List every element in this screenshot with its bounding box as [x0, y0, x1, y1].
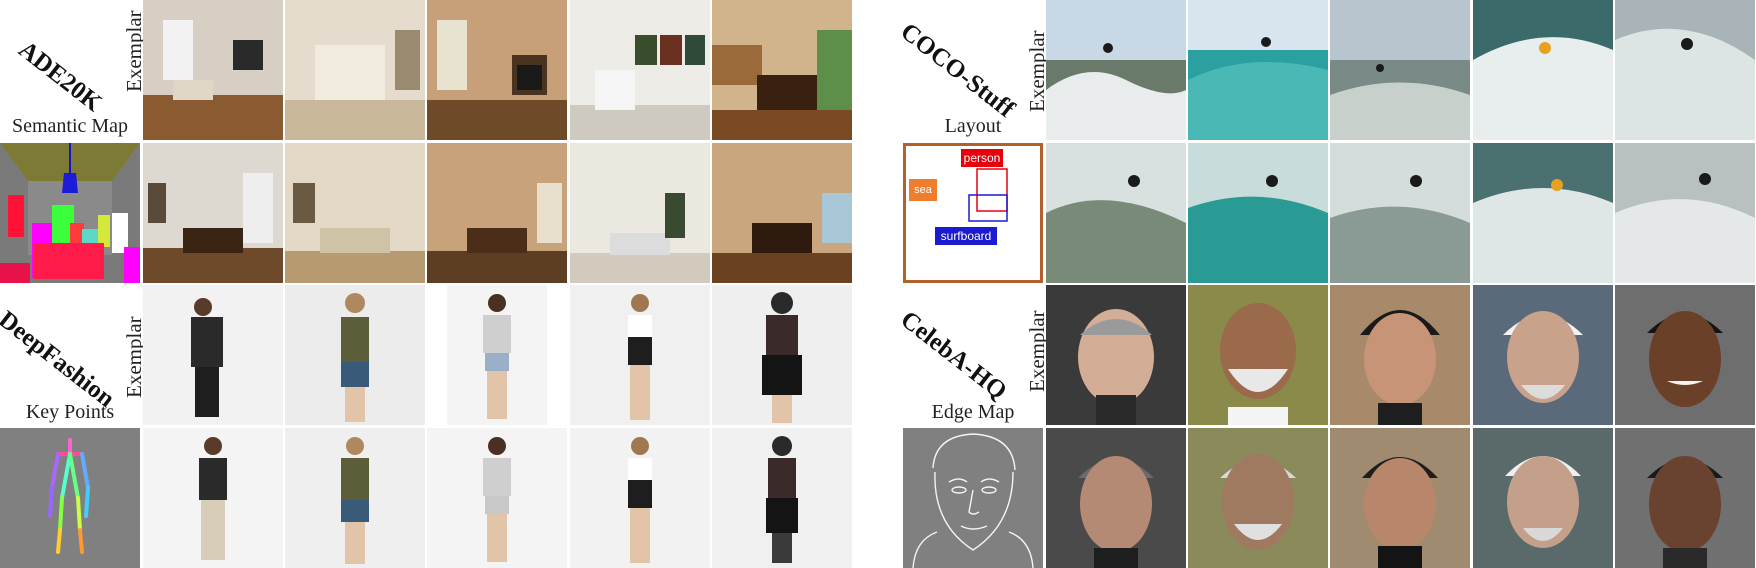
- coco-exemplar-1: [1046, 0, 1186, 140]
- coco-exemplar-2: [1188, 0, 1328, 140]
- ade20k-output-4: [570, 143, 710, 283]
- ade20k-exemplar-4: [570, 0, 710, 140]
- ade20k-output-3: [427, 143, 567, 283]
- celeba-output-5: [1615, 428, 1755, 568]
- celeba-output-1: [1046, 428, 1186, 568]
- ade20k-exemplar-5: [712, 0, 852, 140]
- ade20k-exemplar-3: [427, 0, 567, 140]
- semantic-map: [0, 143, 140, 283]
- celeba-exemplar-5: [1615, 285, 1755, 425]
- deepfashion-exemplar-1: [143, 285, 283, 425]
- cond-label-ade20k: Semantic Map: [11, 115, 129, 137]
- coco-output-1: [1046, 143, 1186, 283]
- coco-exemplar-3: [1330, 0, 1470, 140]
- coco-output-3: [1330, 143, 1470, 283]
- coco-exemplar-4: [1473, 0, 1613, 140]
- deepfashion-output-2: [285, 428, 425, 568]
- celeba-output-2: [1188, 428, 1328, 568]
- deepfashion-output-4: [570, 428, 710, 568]
- celeba-exemplar-3: [1330, 285, 1470, 425]
- deepfashion-exemplar-4: [570, 285, 710, 425]
- deepfashion-exemplar-2: [285, 285, 425, 425]
- deepfashion-exemplar-3: [427, 285, 567, 425]
- celeba-output-4: [1473, 428, 1613, 568]
- edge-map: [903, 428, 1043, 568]
- ade20k-output-1: [143, 143, 283, 283]
- deepfashion-output-5: [712, 428, 852, 568]
- deepfashion-output-1: [143, 428, 283, 568]
- ade20k-exemplar-2: [285, 0, 425, 140]
- coco-output-2: [1188, 143, 1328, 283]
- coco-output-5: [1615, 143, 1755, 283]
- cond-label-deepfashion: Key Points: [25, 401, 115, 423]
- deepfashion-output-3: [427, 428, 567, 568]
- celeba-exemplar-2: [1188, 285, 1328, 425]
- layout-box-surfboard: surfboard: [935, 227, 997, 245]
- celeba-exemplar-4: [1473, 285, 1613, 425]
- panel-title-ade20k: ADE20K: [13, 36, 107, 118]
- cond-label-coco-stuff: Layout: [944, 115, 1002, 137]
- layout-map: person sea surfboard: [903, 143, 1043, 283]
- panel-title-deepfashion: DeepFashion: [0, 306, 120, 413]
- ade20k-output-2: [285, 143, 425, 283]
- cond-label-celeba-hq: Edge Map: [931, 401, 1015, 423]
- ade20k-exemplar-1: [143, 0, 283, 140]
- layout-box-sea: sea: [909, 179, 937, 201]
- key-points-map: [0, 428, 140, 568]
- celeba-exemplar-1: [1046, 285, 1186, 425]
- celeba-output-3: [1330, 428, 1470, 568]
- coco-exemplar-5: [1615, 0, 1755, 140]
- panel-title-coco-stuff: COCO-Stuff: [895, 18, 1020, 124]
- layout-box-person: person: [961, 149, 1003, 167]
- coco-output-4: [1473, 143, 1613, 283]
- panel-title-celeba-hq: CelebA-HQ: [895, 306, 1012, 406]
- ade20k-output-5: [712, 143, 852, 283]
- deepfashion-exemplar-5: [712, 285, 852, 425]
